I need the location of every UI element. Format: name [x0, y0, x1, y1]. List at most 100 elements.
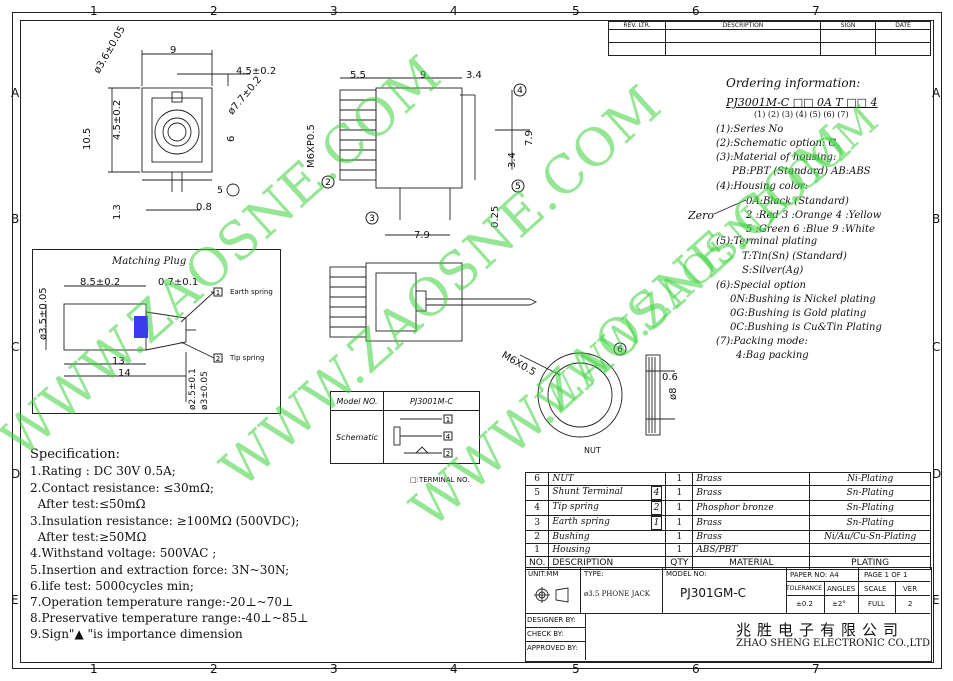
ordering-line: 2 :Red 3 :Orange 4 :Yellow — [746, 210, 882, 221]
matching-plug-title: Matching Plug — [112, 256, 187, 267]
svg-text:2: 2 — [446, 450, 450, 458]
plug-dim-0-7: 0.7±0.1 — [158, 277, 199, 288]
grid-number: 4 — [450, 4, 458, 18]
paper-no: PAPER NO: A4 — [790, 571, 839, 579]
plug-dim-3-5: ø3.5±0.05 — [38, 287, 49, 340]
dim-3-4-top: 3.4 — [466, 70, 482, 81]
dim-m6: M6XP0.5 — [306, 124, 317, 168]
designer-label: DESIGNER BY: — [527, 616, 576, 624]
check-label: CHECK BY: — [527, 630, 564, 638]
zero-arrow — [713, 199, 747, 215]
grid-number: 5 — [572, 4, 580, 18]
table-row: 4 Tip spring 2 1 Phosphor bronze Sn-Plat… — [524, 500, 931, 516]
part-no: 4 — [524, 500, 550, 516]
ordering-title: Ordering information: — [726, 76, 861, 90]
grid-number: 2 — [210, 662, 218, 676]
schematic-model: PJ3001M-C — [382, 391, 481, 411]
grid-number: 6 — [692, 4, 700, 18]
svg-text:1: 1 — [216, 289, 220, 297]
table-row: 3 Earth spring 1 1 Brass Sn-Plating — [524, 515, 931, 531]
ordering-line: (6):Special option — [716, 280, 806, 291]
part-box: 4 — [650, 486, 663, 500]
part-desc: Shunt Terminal — [552, 487, 623, 497]
part-no: 5 — [524, 485, 550, 501]
part-desc: Earth spring — [552, 517, 610, 527]
ordering-line: 5 :Green 6 :Blue 9 :White — [746, 224, 875, 235]
part-no: 2 — [524, 530, 550, 544]
grid-number: 6 — [692, 662, 700, 676]
part-qty: 1 — [665, 515, 694, 531]
grid-number: 2 — [210, 4, 218, 18]
dim-4-5-side: 4.5±0.2 — [112, 99, 123, 140]
spec-line: 9.Sign"▲ "is importance dimension — [30, 627, 243, 641]
dim-5-5: 5.5 — [350, 70, 366, 81]
type-value: ø3.5 PHONE JACK — [584, 590, 651, 598]
revision-table: REV. LTR. DESCRIPTION SIGN DATE — [608, 21, 931, 56]
ordering-code-indices: (1) (2) (3) (4) (5) (6) (7) — [754, 110, 849, 119]
nut-label: NUT — [584, 446, 601, 455]
spec-line: 3.Insulation resistance: ≥100MΩ (500VDC)… — [30, 514, 300, 528]
part-material: Brass — [692, 530, 811, 544]
plug-dim-3: ø3±0.05 — [200, 371, 210, 410]
table-header-row: NO. DESCRIPTION QTY MATERIAL PLATING — [524, 556, 931, 570]
part-desc: NUT — [548, 472, 667, 486]
svg-text:4: 4 — [446, 433, 451, 441]
dim-10-5: 10.5 — [82, 127, 93, 150]
svg-text:1: 1 — [446, 416, 450, 424]
part-desc: Bushing — [548, 530, 667, 544]
header-desc: DESCRIPTION — [548, 556, 667, 570]
part-qty: 1 — [665, 530, 694, 544]
dim-4-5-top: 4.5±0.2 — [236, 66, 277, 77]
plug-dim-13: 13 — [112, 356, 125, 367]
grid-letter: C — [11, 340, 20, 354]
spec-line: 7.Operation temperature range:-20⊥~70⊥ — [30, 595, 294, 609]
part-no: 6 — [524, 472, 550, 486]
grid-letter: A — [932, 86, 941, 100]
date-header: DATE — [875, 21, 931, 30]
schematic-box: Model NO. PJ3001M-C Schematic 1 4 2 — [330, 391, 481, 464]
schematic-model-label: Model NO. — [330, 391, 384, 411]
part-plating: Sn-Plating — [809, 515, 931, 531]
ordering-line: 0N:Bushing is Nickel plating — [730, 294, 876, 305]
svg-text:4: 4 — [517, 86, 523, 96]
ordering-line: (7):Packing mode: — [716, 336, 808, 347]
ver-value: 2 — [908, 600, 913, 608]
grid-number: 4 — [450, 662, 458, 676]
part-material: Phosphor bronze — [692, 500, 811, 516]
part-plating: Sn-Plating — [809, 485, 931, 501]
svg-text:2: 2 — [216, 355, 220, 363]
ordering-line: (3):Material of housing: — [716, 152, 837, 163]
ordering-line: 0C:Bushing is Cu&Tin Plating — [730, 322, 882, 333]
page-no: PAGE 1 OF 1 — [864, 571, 908, 579]
ordering-line: 4:Bag packing — [736, 350, 809, 361]
part-qty: 1 — [665, 543, 694, 557]
parts-table: 6 NUT 1 Brass Ni-Plating 5 Shunt Termina… — [524, 472, 931, 570]
unit-label: UNIT:MM — [528, 570, 559, 578]
part-box: 1 — [650, 516, 663, 530]
type-label: TYPE: — [584, 570, 604, 578]
tolerance-value: ±0.2 — [796, 600, 813, 608]
grid-number: 3 — [330, 662, 338, 676]
svg-text:2: 2 — [325, 178, 331, 188]
spec-line: After test:≤50mΩ — [30, 497, 146, 511]
tip-spring-label: Tip spring — [230, 354, 265, 362]
tolerance-label: TOLERANCE — [786, 585, 823, 592]
ordering-line: 0A:Black (Standard) — [746, 196, 849, 207]
grid-letter: D — [932, 467, 942, 481]
grid-number: 3 — [330, 4, 338, 18]
spec-line: 8.Preservative temperature range:-40⊥~85… — [30, 611, 309, 625]
matching-plug-box — [32, 249, 281, 414]
dim-1-3: 1.3 — [112, 204, 123, 220]
grid-letter: C — [932, 340, 941, 354]
part-qty: 1 — [665, 472, 694, 486]
dim-9-side: 9 — [420, 70, 427, 81]
grid-number: 5 — [572, 662, 580, 676]
dim-3-4-side: 3.4 — [507, 152, 518, 168]
part-plating: Ni/Au/Cu-Sn-Plating — [809, 530, 931, 544]
ordering-line: 0G:Bushing is Gold plating — [730, 308, 867, 319]
earth-spring-label: Earth spring — [230, 288, 273, 296]
part-material: Brass — [692, 485, 811, 501]
spec-title: Specification: — [30, 447, 121, 462]
spec-line: 4.Withstand voltage: 500VAC ; — [30, 546, 217, 560]
model-value: PJ301GM-C — [680, 586, 747, 600]
